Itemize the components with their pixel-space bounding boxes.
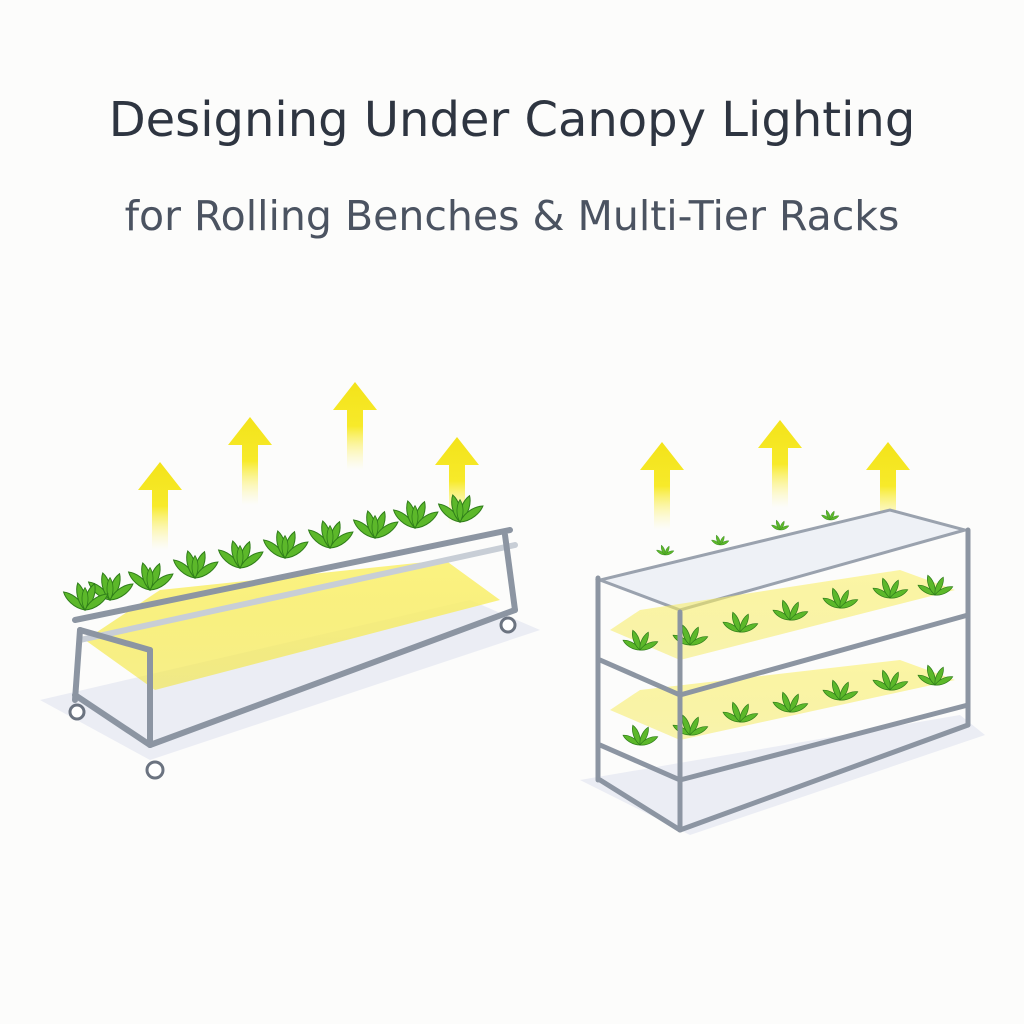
page-title: Designing Under Canopy Lighting	[108, 92, 916, 148]
light-glow-left	[85, 560, 500, 690]
bench-shadow	[40, 600, 540, 760]
rack-shadow	[580, 715, 985, 835]
rolling-bench-illustration	[40, 382, 540, 780]
rack-frame	[595, 527, 971, 833]
bench-frame	[72, 527, 518, 748]
light-arrows-left	[138, 382, 479, 550]
page-subtitle: for Rolling Benches & Multi-Tier Racks	[124, 192, 900, 240]
multi-tier-rack-illustration	[580, 420, 985, 835]
bench-wheels	[68, 616, 517, 780]
rack-top-shelf	[594, 508, 971, 612]
